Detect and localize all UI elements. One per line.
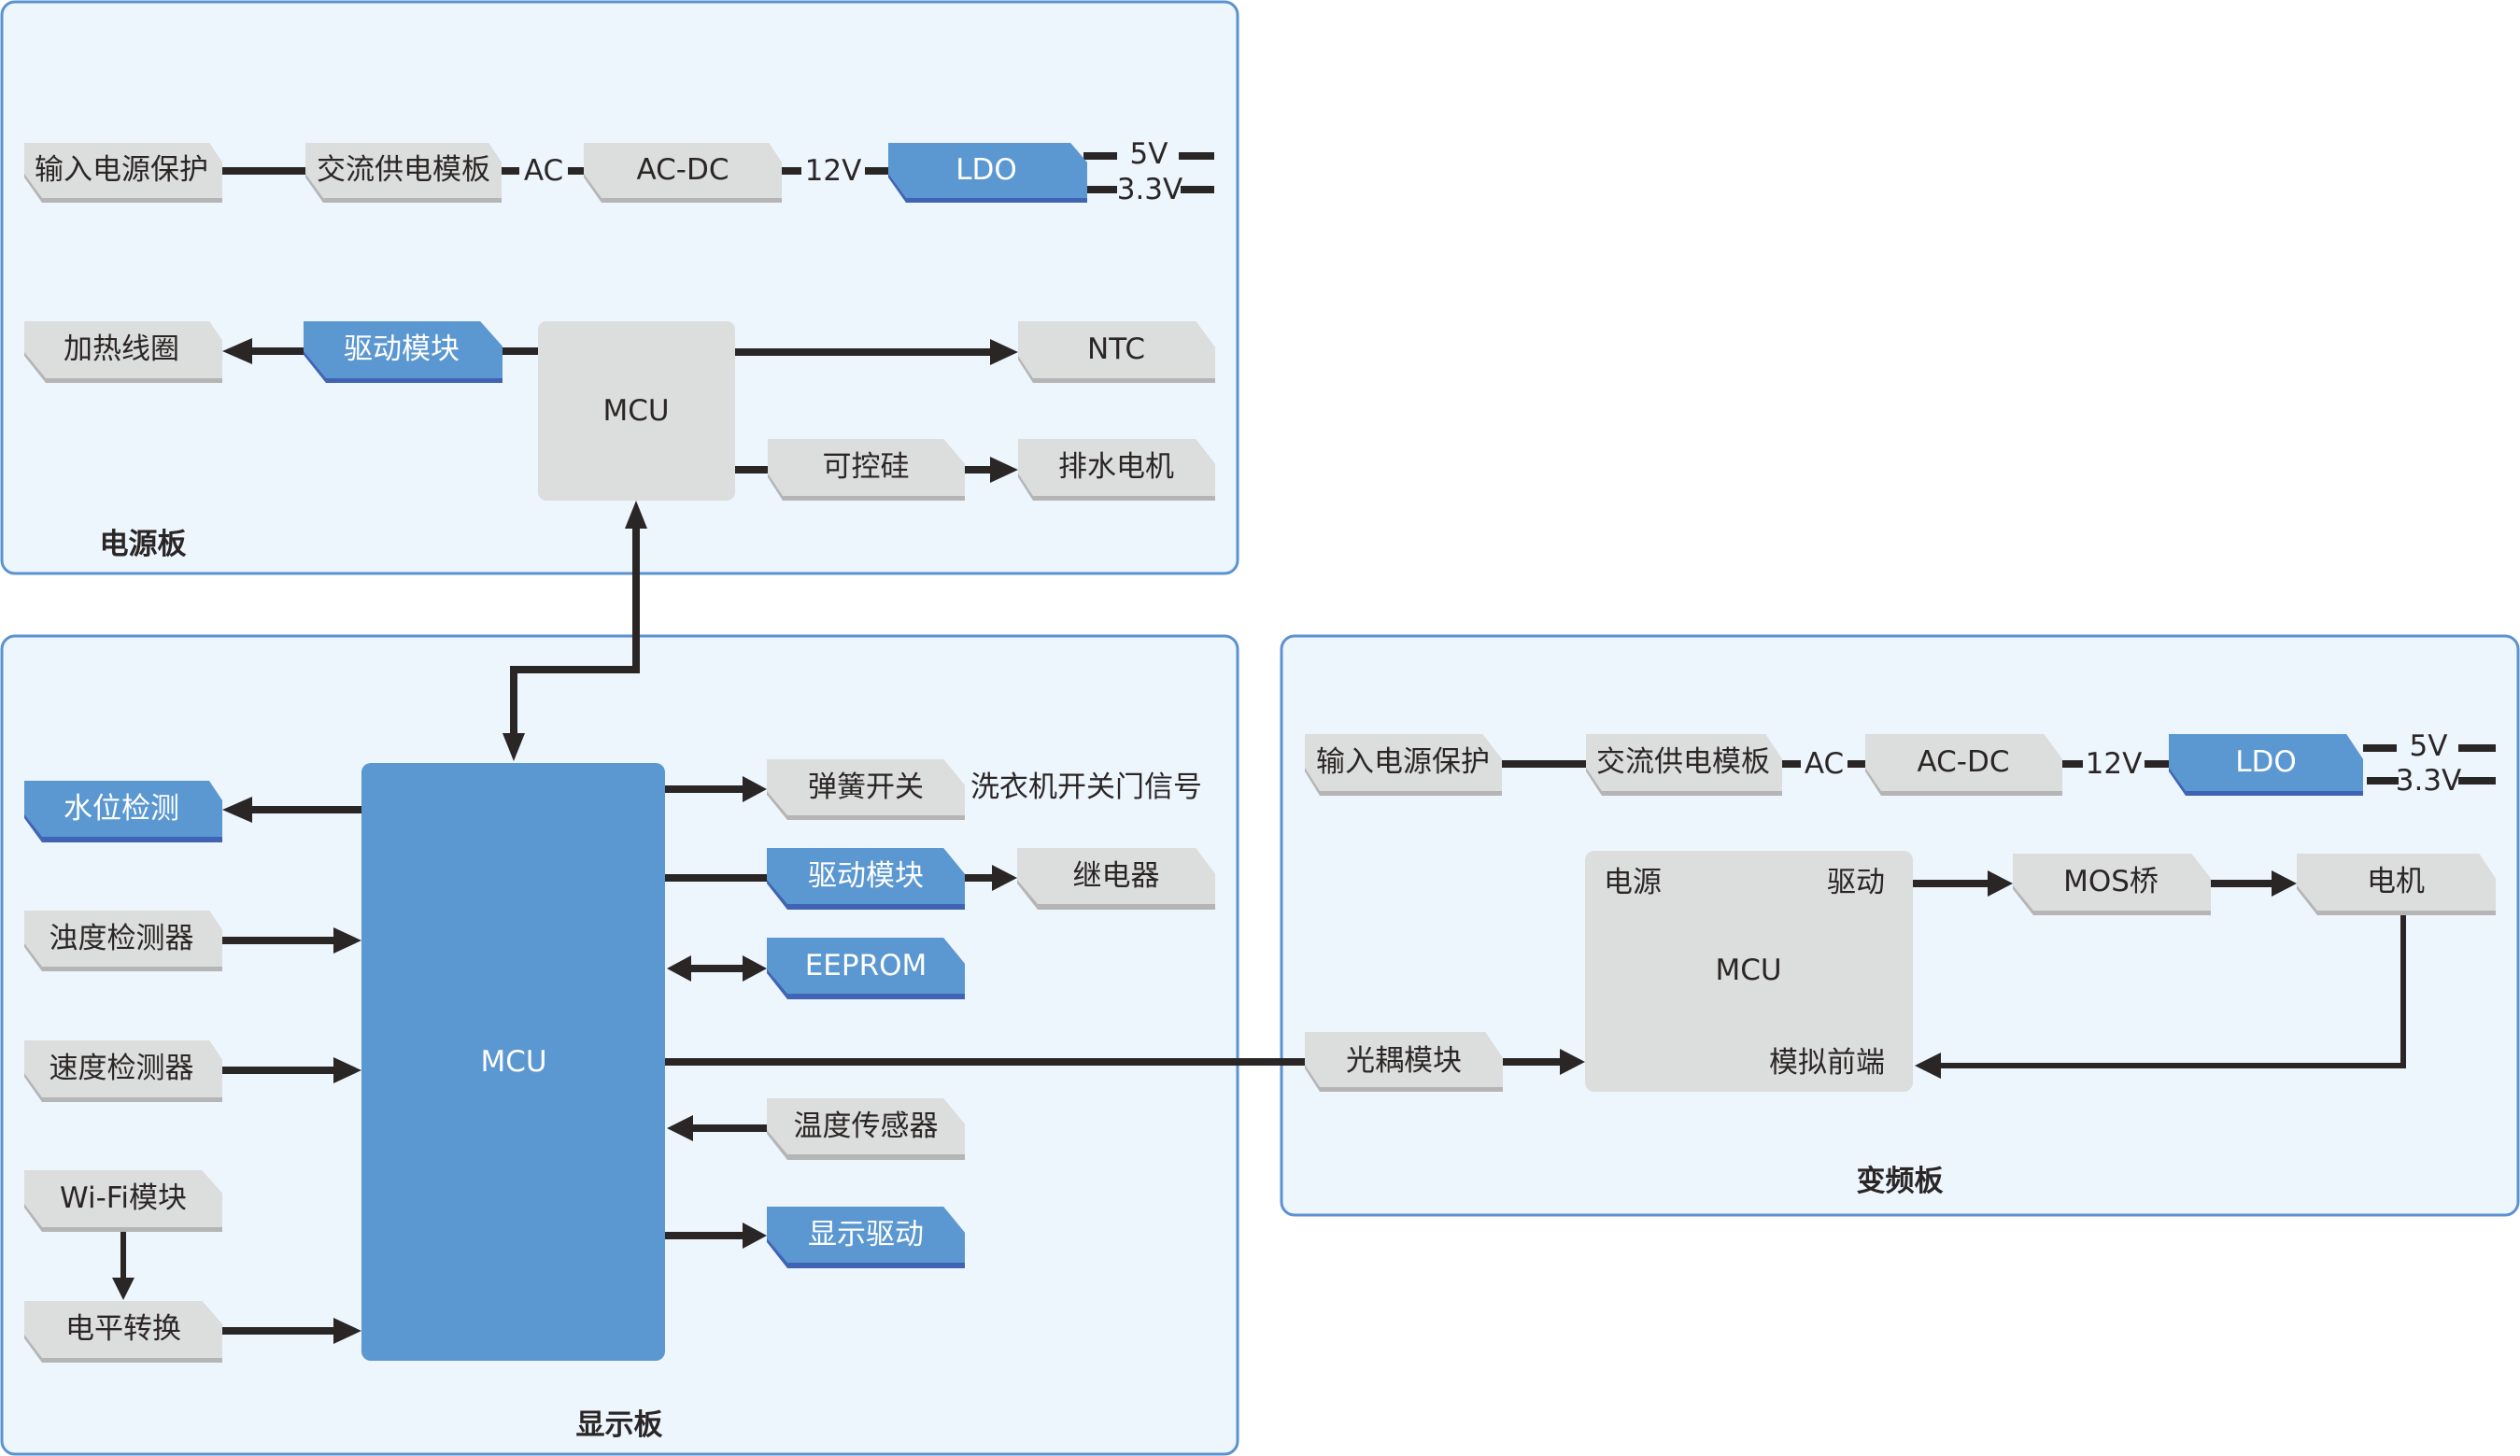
inv-wire-motor-feedback bbox=[1941, 915, 2406, 1068]
display-spring-switch-label: 弹簧开关 bbox=[808, 770, 924, 804]
inv-input-protection-label: 输入电源保护 bbox=[1316, 745, 1490, 779]
arrow-head-eeprom bbox=[743, 955, 767, 982]
inv-optocoupler-block: 光耦模块 bbox=[1305, 1032, 1503, 1092]
arrow-head-power-mcu bbox=[625, 501, 647, 529]
display-water-level-label: 水位检测 bbox=[64, 792, 179, 826]
inv-3v3-label: 3.3V bbox=[2396, 764, 2462, 798]
arrow-head-speed bbox=[333, 1057, 361, 1083]
power-heating-coil-block: 加热线圈 bbox=[24, 321, 222, 383]
display-wifi-block: Wi-Fi模块 bbox=[24, 1170, 222, 1232]
power-drive-module-block: 驱动模块 bbox=[304, 321, 503, 383]
inv-acdc-label: AC-DC bbox=[1917, 745, 2009, 779]
display-door-signal-label: 洗衣机开关门信号 bbox=[970, 770, 1202, 804]
power-board-label: 电源板 bbox=[100, 528, 187, 561]
inv-12v-label: 12V bbox=[2086, 747, 2143, 781]
inv-5v-label: 5V bbox=[2410, 729, 2448, 763]
arrow-head-level-shift bbox=[112, 1278, 134, 1300]
power-acdc-label: AC-DC bbox=[636, 153, 729, 187]
power-thyristor-block: 可控硅 bbox=[768, 439, 965, 501]
power-thyristor-label: 可控硅 bbox=[823, 450, 910, 484]
power-ac-supply-module-block: 交流供电模板 bbox=[305, 143, 502, 203]
arrow-head-display-driver bbox=[743, 1223, 767, 1249]
inv-mcu-power-label: 电源 bbox=[1604, 866, 1662, 899]
display-turbidity-label: 浊度检测器 bbox=[50, 922, 194, 955]
inv-ac-label: AC bbox=[1805, 747, 1844, 781]
power-ntc-block: NTC bbox=[1018, 321, 1215, 383]
inv-input-protection-block: 输入电源保护 bbox=[1305, 734, 1502, 796]
display-driver-label: 显示驱动 bbox=[808, 1218, 924, 1251]
power-drive-module-label: 驱动模块 bbox=[344, 332, 460, 366]
arrow-head-relay bbox=[992, 865, 1017, 891]
inv-mcu-label: MCU bbox=[1715, 954, 1781, 987]
arrow-head-display-mcu bbox=[503, 733, 525, 761]
power-ldo-block: LDO bbox=[888, 143, 1087, 203]
power-ntc-label: NTC bbox=[1087, 332, 1145, 366]
arrow-head-eeprom-mcu bbox=[667, 955, 691, 982]
display-spring-switch-block: 弹簧开关 bbox=[767, 759, 965, 820]
display-level-shift-label: 电平转换 bbox=[65, 1312, 181, 1346]
display-relay-block: 继电器 bbox=[1017, 848, 1215, 910]
inv-acdc-block: AC-DC bbox=[1865, 734, 2062, 796]
inv-mos-bridge-label: MOS桥 bbox=[2063, 865, 2159, 898]
power-12v-label: 12V bbox=[805, 154, 862, 188]
power-mcu-block bbox=[538, 321, 735, 501]
arrow-head-spring-switch bbox=[743, 776, 767, 802]
power-ac-supply-module-label: 交流供电模板 bbox=[317, 153, 490, 187]
arrow-head-level-shift-mcu bbox=[333, 1318, 361, 1344]
inv-ldo-label: LDO bbox=[2235, 745, 2297, 779]
display-wifi-label: Wi-Fi模块 bbox=[60, 1181, 187, 1215]
display-turbidity-block: 浊度检测器 bbox=[24, 911, 222, 971]
arrow-head-heating bbox=[222, 338, 252, 364]
inv-mos-bridge-block: MOS桥 bbox=[2013, 854, 2211, 915]
power-drain-motor-block: 排水电机 bbox=[1018, 439, 1215, 501]
inv-motor-block: 电机 bbox=[2297, 854, 2496, 915]
power-input-protection-block: 输入电源保护 bbox=[24, 143, 222, 203]
inv-optocoupler-label: 光耦模块 bbox=[1346, 1044, 1462, 1078]
inv-motor-label: 电机 bbox=[2367, 865, 2425, 898]
power-heating-coil-label: 加热线圈 bbox=[64, 332, 179, 366]
display-temp-sensor-block: 温度传感器 bbox=[767, 1098, 965, 1160]
arrow-head-mos bbox=[1988, 870, 2013, 897]
display-level-shift-block: 电平转换 bbox=[24, 1301, 222, 1363]
inv-mcu-afe-label: 模拟前端 bbox=[1769, 1046, 1885, 1080]
display-eeprom-block: EEPROM bbox=[767, 938, 965, 999]
display-drive-module-label: 驱动模块 bbox=[808, 859, 924, 893]
power-drain-motor-label: 排水电机 bbox=[1058, 450, 1174, 484]
arrow-head-afe bbox=[1915, 1053, 1941, 1079]
display-driver-block: 显示驱动 bbox=[767, 1207, 965, 1268]
arrow-head-ntc bbox=[990, 339, 1018, 365]
display-speed-label: 速度检测器 bbox=[50, 1052, 194, 1085]
wire-power-mcu-to-display-mcu bbox=[510, 529, 640, 735]
power-5v-label: 5V bbox=[1130, 137, 1168, 171]
power-ldo-label: LDO bbox=[956, 153, 1017, 187]
inv-mcu-block bbox=[1585, 851, 1913, 1092]
power-input-protection-label: 输入电源保护 bbox=[35, 153, 208, 187]
inv-ldo-block: LDO bbox=[2169, 734, 2363, 796]
power-mcu-label: MCU bbox=[602, 394, 669, 428]
arrow-head-water-level bbox=[222, 797, 252, 823]
display-relay-label: 继电器 bbox=[1073, 859, 1160, 893]
arrow-head-optocoupler bbox=[1560, 1049, 1585, 1075]
display-mcu-block bbox=[361, 763, 665, 1361]
display-eeprom-label: EEPROM bbox=[805, 949, 927, 982]
inv-mcu-drive-label: 驱动 bbox=[1827, 866, 1885, 899]
arrow-head-turbidity bbox=[333, 927, 361, 954]
power-ac-label: AC bbox=[524, 154, 563, 188]
arrow-head-drain bbox=[990, 457, 1018, 483]
display-temp-sensor-label: 温度传感器 bbox=[794, 1110, 939, 1143]
power-3v3-label-text: 3.3V bbox=[1117, 173, 1183, 206]
display-water-level-block: 水位检测 bbox=[24, 781, 222, 842]
display-drive-module-block: 驱动模块 bbox=[767, 848, 965, 910]
power-acdc-block: AC-DC bbox=[584, 143, 782, 203]
inv-ac-supply-module-block: 交流供电模板 bbox=[1586, 734, 1782, 796]
arrow-head-motor bbox=[2272, 870, 2297, 897]
inv-ac-supply-module-label: 交流供电模板 bbox=[1596, 745, 1770, 779]
arrow-head-temp bbox=[667, 1115, 693, 1141]
display-speed-block: 速度检测器 bbox=[24, 1040, 222, 1102]
display-board-label: 显示板 bbox=[576, 1408, 663, 1442]
inverter-board-label: 变频板 bbox=[1857, 1165, 1944, 1198]
display-mcu-label: MCU bbox=[480, 1045, 546, 1079]
